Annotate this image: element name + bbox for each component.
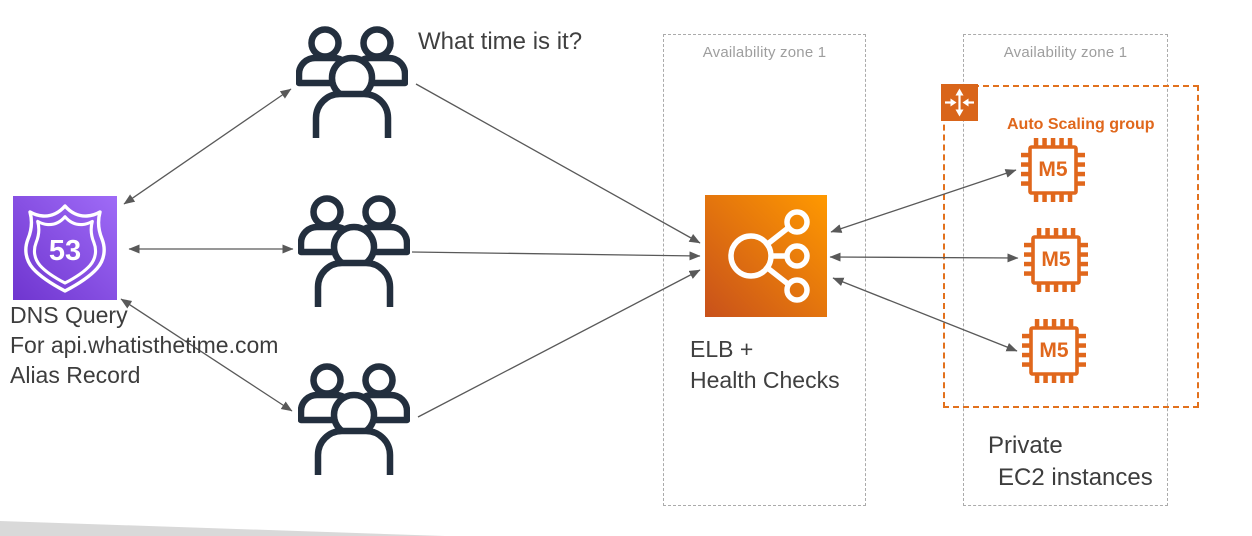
- auto-scaling-group-icon: [941, 84, 978, 121]
- auto-scaling-group-label: Auto Scaling group: [1007, 116, 1155, 133]
- private-ec2-caption: Private EC2 instances: [988, 430, 1153, 494]
- availability-zone-elb-label: Availability zone 1: [702, 44, 827, 61]
- arrow-r53-users-top: [123, 88, 292, 205]
- elb-caption-line1: ELB +: [690, 336, 754, 362]
- availability-zone-ec2-box: Availability zone 1: [963, 34, 1168, 506]
- ec2-instance-m5-2: M5: [1022, 226, 1090, 294]
- elb-caption-line2: Health Checks: [690, 367, 840, 393]
- arrow-users-bot-elb: [417, 269, 701, 418]
- ec2-instance-m5-1: M5: [1019, 136, 1087, 204]
- route53-caption: DNS Query For api.whatisthetime.com Alia…: [10, 300, 278, 390]
- route53-caption-line1: DNS Query: [10, 302, 128, 328]
- arrow-users-mid-elb: [411, 251, 701, 261]
- elb-icon: [705, 195, 827, 317]
- ec2-instance-m5-2-label: M5: [1041, 248, 1071, 271]
- ec2-instance-m5-1-label: M5: [1038, 158, 1068, 181]
- users-group-middle-icon: [298, 195, 410, 307]
- ec2-instance-m5-3: M5: [1020, 317, 1088, 385]
- route53-caption-line2: For api.whatisthetime.com: [10, 332, 279, 358]
- users-group-bottom-icon: [298, 363, 410, 475]
- route53-caption-line3: Alias Record: [10, 362, 141, 388]
- private-ec2-caption-line2: EC2 instances: [998, 464, 1153, 491]
- availability-zone-ec2-label: Availability zone 1: [1003, 44, 1128, 61]
- auto-scaling-group-box: [943, 85, 1199, 408]
- elb-caption: ELB + Health Checks: [690, 334, 840, 396]
- slide-corner-decoration: [0, 521, 445, 536]
- private-ec2-caption-line1: Private: [988, 432, 1063, 459]
- arrow-users-top-elb: [415, 83, 701, 244]
- route53-icon: 53: [13, 196, 117, 300]
- route53-icon-number: 53: [49, 235, 81, 267]
- users-group-top-icon: [296, 26, 408, 138]
- ec2-instance-m5-3-label: M5: [1039, 339, 1069, 362]
- users-question-text: What time is it?: [418, 28, 583, 55]
